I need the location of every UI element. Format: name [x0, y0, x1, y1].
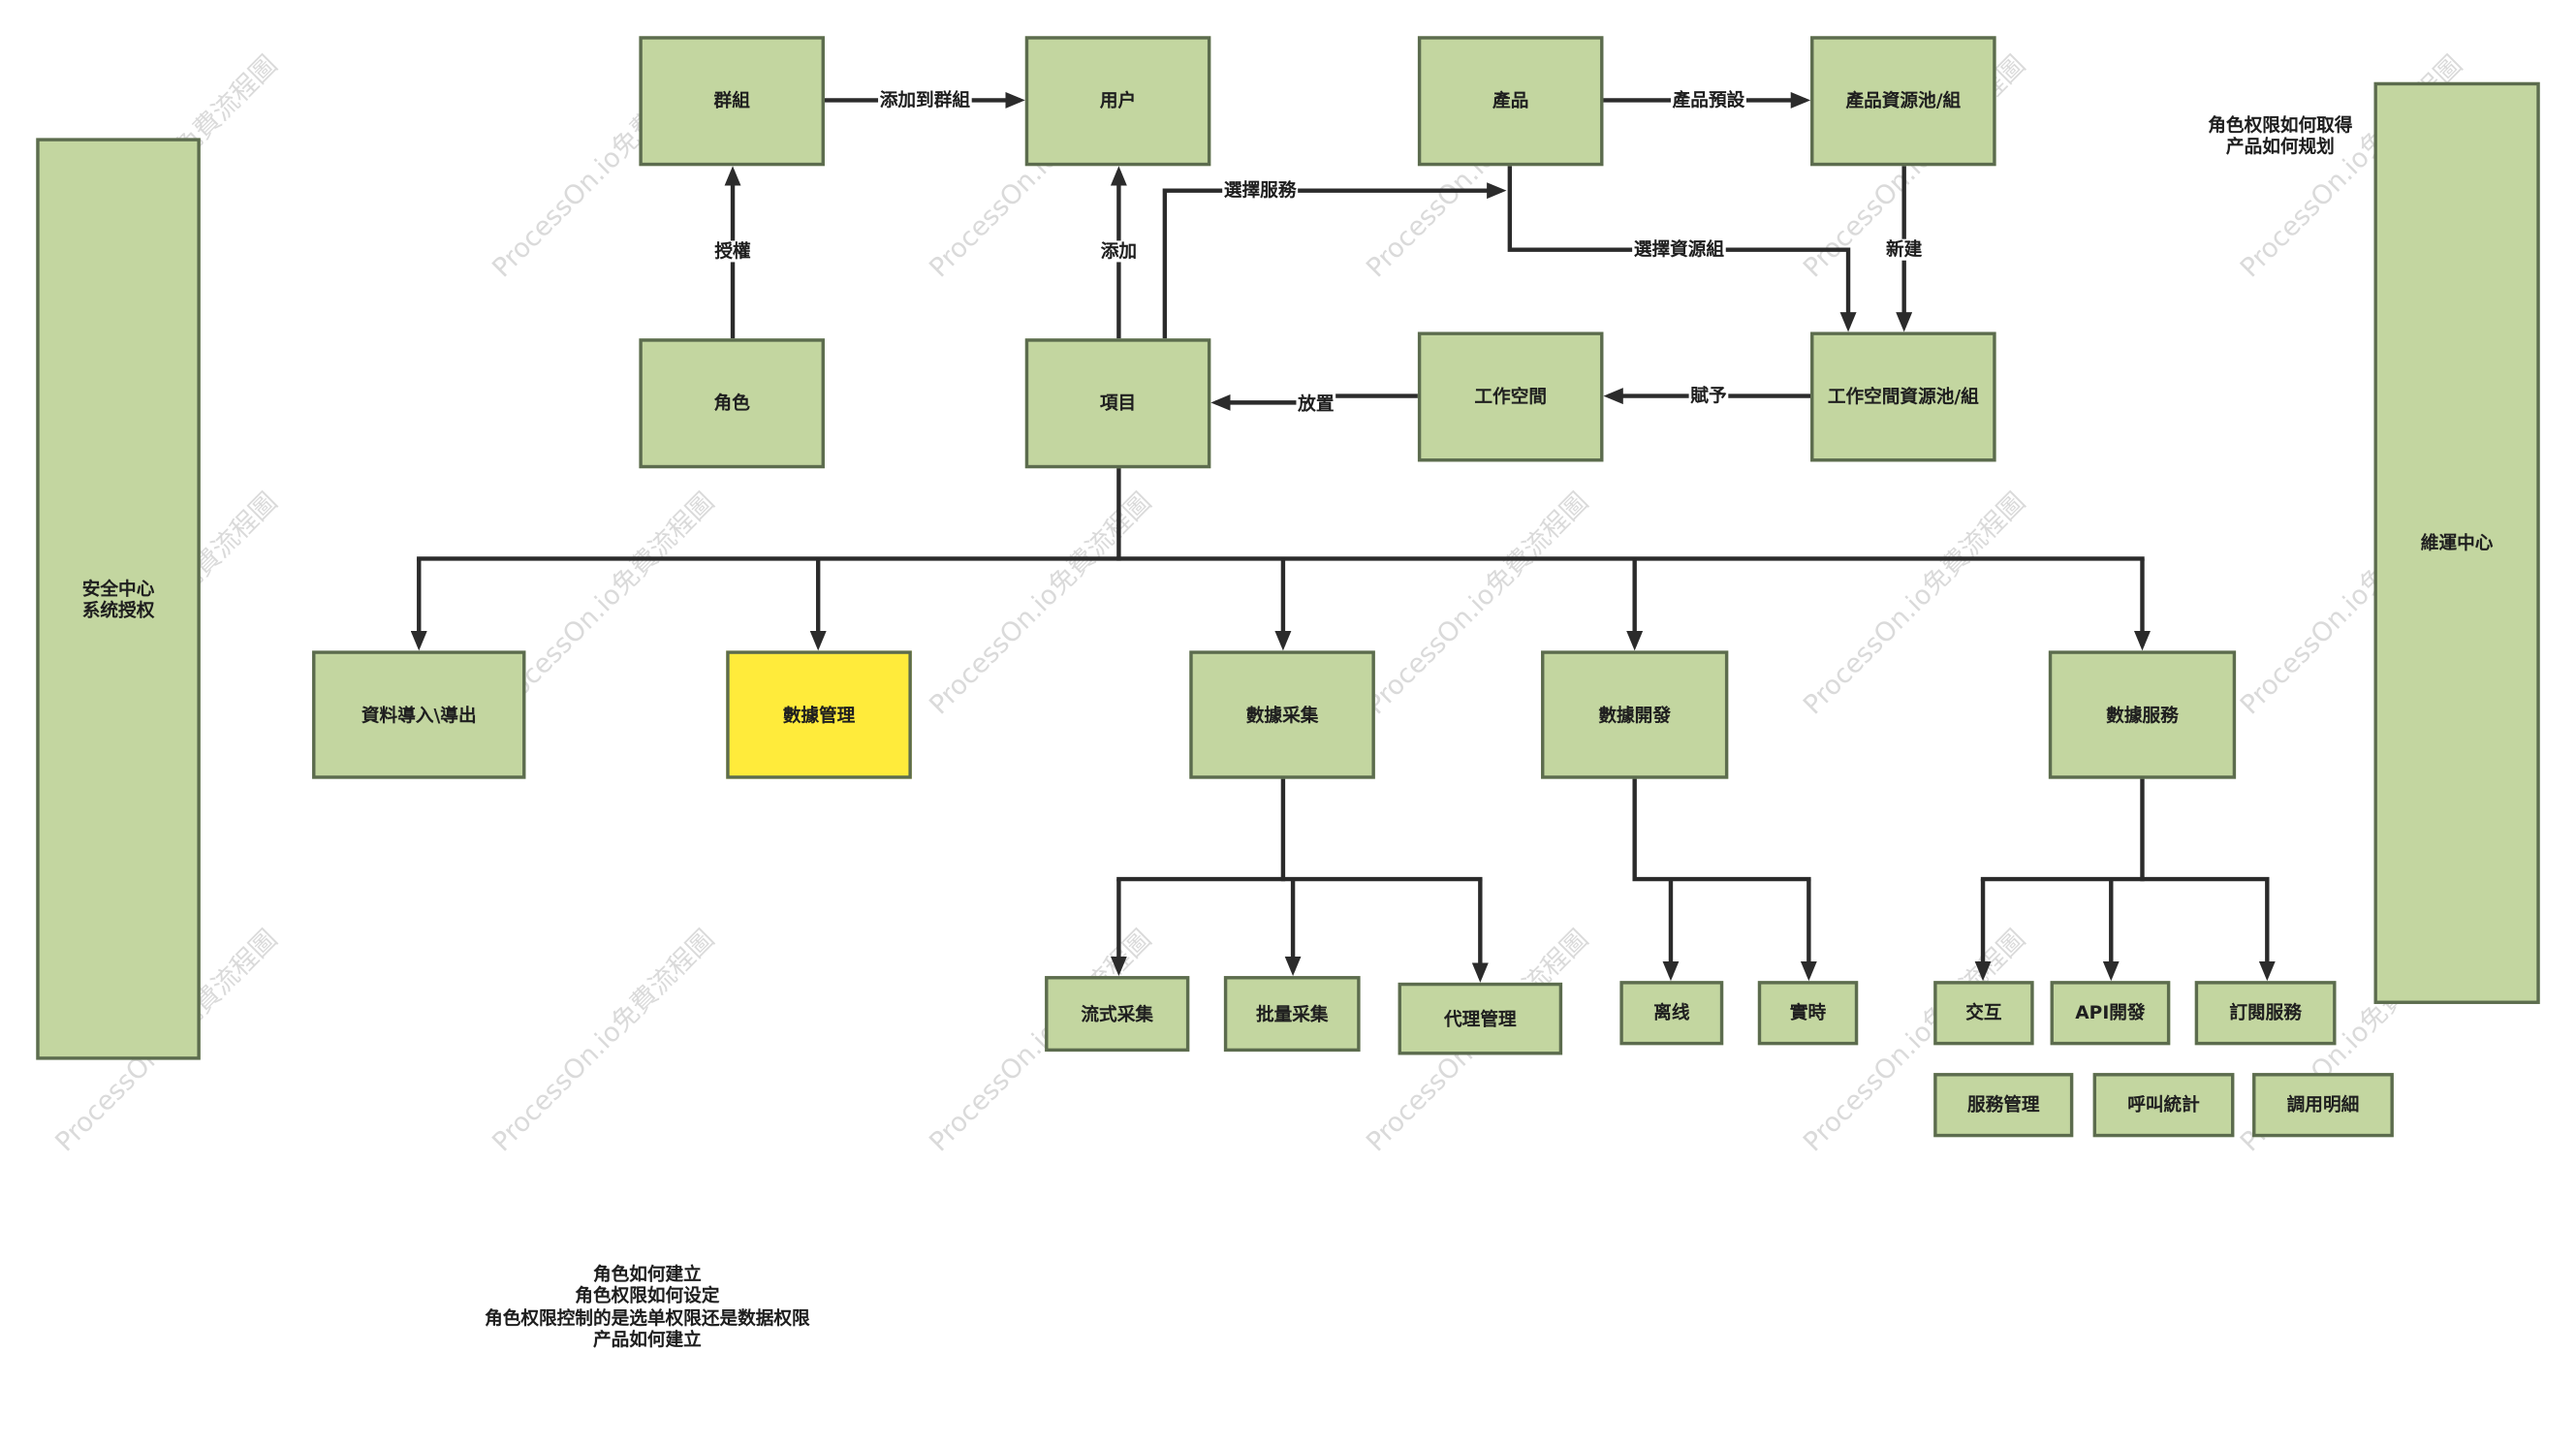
- node-label: 項目: [1099, 393, 1137, 415]
- edge-label-assign: 賦予: [1688, 385, 1729, 407]
- node-label: 批量采集: [1255, 1003, 1329, 1025]
- interaction-node: 交互: [1933, 981, 2034, 1046]
- project-node: 項目: [1024, 338, 1211, 469]
- data-service-node: 數據服務: [2048, 650, 2237, 779]
- proxy-management-node: 代理管理: [1398, 982, 1563, 1055]
- realtime-node: 實時: [1757, 981, 1859, 1046]
- node-label: 訂閱服務: [2229, 1002, 2302, 1024]
- security-center-node: 安全中心 系统授权: [36, 138, 201, 1060]
- offline-node: 离线: [1619, 981, 1724, 1046]
- subscription-service-node: 訂閱服務: [2194, 981, 2337, 1046]
- node-label-line: 系统授权: [81, 598, 155, 621]
- node-label: 調用明細: [2286, 1094, 2360, 1116]
- node-label: 資料導入\導出: [361, 704, 477, 726]
- data-management-node: 數據管理: [726, 650, 912, 779]
- node-label: 服務管理: [1966, 1094, 2040, 1116]
- connector-development-trunk: [1632, 776, 1811, 882]
- node-label: 呼叫統計: [2127, 1094, 2200, 1116]
- note-line: 角色如何建立: [592, 1263, 702, 1285]
- node-label: 用户: [1099, 90, 1137, 112]
- api-development-node: API開發: [2050, 981, 2171, 1046]
- user-node: 用户: [1024, 36, 1211, 167]
- note-line: 角色权限控制的是选单权限还是数据权限: [485, 1307, 810, 1330]
- node-label: 數據采集: [1245, 704, 1319, 726]
- node-label: 代理管理: [1444, 1008, 1517, 1030]
- call-details-node: 調用明細: [2252, 1073, 2394, 1138]
- node-label: 工作空間資源池/組: [1827, 386, 1979, 408]
- role-node: 角色: [639, 338, 825, 469]
- note-line: 角色权限如何取得: [2208, 114, 2353, 137]
- edge-label-add-to-group: 添加到群組: [878, 89, 972, 111]
- node-label: 群組: [713, 90, 750, 112]
- ops-center-node: 維運中心: [2373, 81, 2540, 1004]
- edge-label-select-service: 選擇服務: [1222, 179, 1299, 202]
- node-label: 產品資源池/組: [1845, 90, 1962, 112]
- batch-collection-node: 批量采集: [1223, 976, 1361, 1053]
- node-label: 流式采集: [1081, 1003, 1153, 1025]
- note-line: 产品如何规划: [2225, 137, 2335, 159]
- workspace-resource-pool-node: 工作空間資源池/組: [1810, 331, 1996, 462]
- edge-label-place: 放置: [1296, 393, 1336, 416]
- node-label: 數據管理: [782, 704, 856, 726]
- node-label-line: 安全中心: [81, 577, 155, 599]
- node-label: 維運中心: [2420, 532, 2494, 554]
- product-resource-pool-node: 產品資源池/組: [1810, 36, 1996, 167]
- note-line: 产品如何建立: [592, 1329, 702, 1352]
- edge-label-create-new: 新建: [1884, 238, 1925, 261]
- edge-label-select-resource-group: 選擇資源組: [1632, 238, 1726, 261]
- edge-label-product-preset: 產品預設: [1670, 89, 1746, 111]
- edge-label-add: 添加: [1099, 240, 1139, 263]
- node-label: 角色: [713, 393, 750, 415]
- node-label: 數據開發: [1598, 704, 1671, 726]
- note-line: 角色权限如何设定: [575, 1285, 720, 1307]
- node-label: 工作空間: [1474, 386, 1547, 408]
- node-label: 數據服務: [2106, 704, 2179, 726]
- data-development-node: 數據開發: [1541, 650, 1729, 779]
- node-label: API開發: [2075, 1002, 2146, 1024]
- data-collection-node: 數據采集: [1189, 650, 1375, 779]
- note-top-right: 角色权限如何取得 产品如何规划: [2182, 115, 2378, 159]
- node-label: 交互: [1965, 1002, 2002, 1024]
- connector-project-select-service: [1162, 182, 1507, 339]
- edge-label-authorize: 授權: [712, 240, 753, 263]
- service-management-node: 服務管理: [1933, 1073, 2074, 1138]
- data-import-export-node: 資料導入\導出: [312, 650, 526, 779]
- workspace-node: 工作空間: [1417, 331, 1604, 462]
- node-label: 產品: [1492, 90, 1529, 112]
- node-label: 离线: [1653, 1002, 1690, 1024]
- node-label: 實時: [1789, 1002, 1827, 1024]
- note-bottom-left: 角色如何建立 角色权限如何设定 角色权限控制的是选单权限还是数据权限 产品如何建…: [458, 1264, 836, 1352]
- stream-collection-node: 流式采集: [1045, 976, 1190, 1053]
- product-node: 產品: [1417, 36, 1604, 167]
- call-statistics-node: 呼叫統計: [2092, 1073, 2235, 1138]
- group-node: 群組: [639, 36, 825, 167]
